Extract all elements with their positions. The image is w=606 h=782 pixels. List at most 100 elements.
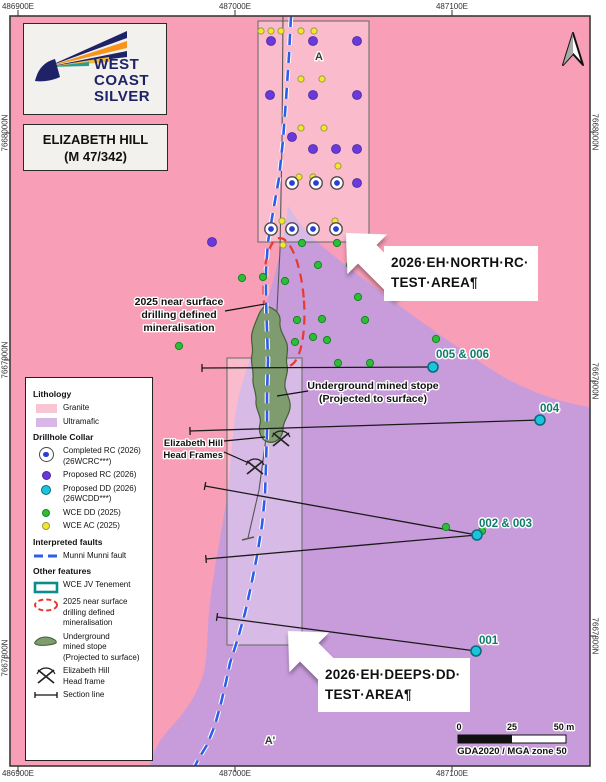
hole-label-005-006: 005 & 006 <box>436 349 489 361</box>
brand-line: WEST <box>94 56 140 73</box>
drillhole-proposed-rc <box>352 144 362 154</box>
brand-name: WEST COAST SILVER <box>94 57 150 105</box>
drillhole-wce-ac <box>279 241 287 249</box>
legend-item-ultramafic: Ultramafic <box>33 417 147 428</box>
scale-datum: GDA2020 / MGA zone 50 <box>457 746 566 757</box>
drillhole-proposed-rc <box>207 237 217 247</box>
drillhole-proposed-rc <box>308 144 318 154</box>
drillhole-completed-rc-core <box>334 180 340 186</box>
hole-label-002-003: 002 & 003 <box>479 518 532 530</box>
drillhole-proposed-rc <box>266 36 276 46</box>
legend-item-wce-dd: WCE DD (2025) <box>33 508 147 519</box>
grid-ticks-layer <box>4 10 596 772</box>
headframes-note: Elizabeth Hill <box>164 438 223 449</box>
svg-text:(Projected to surface): (Projected to surface) <box>319 393 427 405</box>
section-line-symbol <box>34 692 58 698</box>
drillhole-proposed-rc <box>352 178 362 188</box>
fault-line-symbol <box>34 554 57 557</box>
drillhole-wce-ac <box>310 27 318 35</box>
legend-item-tenement: WCE JV Tenement <box>33 580 147 594</box>
wce-ac-symbol <box>42 522 50 530</box>
easting-label-bottom: 487000E <box>218 769 252 778</box>
map-frame <box>9 15 591 767</box>
legend-header-drillhole: Drillhole Collar <box>33 432 94 442</box>
section-trace-end-tick <box>241 536 255 541</box>
drillholes-layer <box>174 27 546 657</box>
legend: Lithology Granite Ultramafic Drillhole C… <box>25 377 153 761</box>
north-arrow-icon <box>562 32 584 66</box>
munni-munni-fault <box>193 15 293 767</box>
easting-label-bottom: 487100E <box>435 769 469 778</box>
legend-header-faults: Interpreted faults <box>33 536 103 547</box>
drillhole-wce-dd <box>292 315 302 325</box>
legend-header-lithology: Lithology <box>33 389 72 399</box>
mineralisation-symbol <box>34 598 58 612</box>
drillhole-wce-dd <box>353 292 363 302</box>
section-line <box>205 534 478 560</box>
drillhole-wce-ac <box>318 75 326 83</box>
svg-text:mineralisation: mineralisation <box>143 322 214 334</box>
easting-label-bottom: 486900E <box>1 769 35 778</box>
drillhole-wce-dd <box>290 337 300 347</box>
legend-item-granite: Granite <box>33 403 147 414</box>
leader-line <box>223 436 266 442</box>
wce-dd-symbol <box>42 508 50 517</box>
drillhole-proposed-rc <box>265 90 275 100</box>
drillhole-completed-rc-core <box>289 226 295 232</box>
northing-label-left: 7668000N <box>0 114 10 152</box>
stope-polygon <box>250 305 291 443</box>
drillhole-proposed-dd <box>534 414 546 426</box>
drillhole-wce-ac <box>257 27 265 35</box>
north-test-area-note: 2026·EH·NORTH·RC· TEST·AREA¶ <box>384 246 538 301</box>
drillhole-wce-ac <box>334 162 342 170</box>
tenement-id: (M 47/342) <box>64 149 127 164</box>
drillhole-completed-rc-core <box>289 180 295 186</box>
legend-item-wce-ac: WCE AC (2025) <box>33 521 147 532</box>
drillhole-wce-dd <box>237 273 247 283</box>
section-marker-a-prime: A' <box>265 735 276 747</box>
legend-item-proposed-dd: Proposed DD (2026) (26WCDD***) <box>33 484 147 505</box>
drillhole-wce-dd <box>365 358 375 368</box>
section-line <box>189 419 541 432</box>
legend-item-munni-fault: Munni Munni fault <box>33 551 147 562</box>
drillhole-wce-dd <box>332 238 342 248</box>
drillhole-proposed-rc <box>331 144 341 154</box>
west-coast-silver-logo-icon <box>35 31 127 82</box>
headframe-legend-icon <box>36 667 56 684</box>
easting-label-top: 486900E <box>1 2 35 11</box>
mineralisation-note: 2025 near surface <box>135 296 224 308</box>
drillhole-wce-ac <box>295 173 303 181</box>
proposed-dd-symbol <box>41 484 51 495</box>
northing-label-left: 7667800N <box>0 639 10 677</box>
drillhole-completed-rc-core <box>313 180 319 186</box>
brand-line: SILVER <box>94 88 151 105</box>
drillhole-wce-dd <box>174 341 184 351</box>
drillhole-completed-rc-core <box>333 226 339 232</box>
scale-tick-50: 50 m <box>554 722 575 732</box>
drillhole-wce-dd <box>297 238 307 248</box>
brand-line: COAST <box>94 72 149 89</box>
drillhole-completed-rc-core <box>310 226 316 232</box>
drillhole-proposed-rc <box>308 90 318 100</box>
drillhole-wce-ac <box>297 124 305 132</box>
section-line-tick <box>204 554 208 564</box>
section-line-tick <box>203 481 207 491</box>
tenement-symbol <box>33 581 59 594</box>
section-line <box>216 616 477 652</box>
ultramafic-swatch <box>35 417 57 427</box>
leader-line <box>224 303 266 312</box>
drillhole-proposed-dd <box>470 645 482 657</box>
legend-item-mineralisation: 2025 near surface drilling defined miner… <box>33 597 147 629</box>
section-line-tick <box>215 612 219 622</box>
section-lines-layer <box>189 303 541 652</box>
map-title: ELIZABETH HILL <box>42 132 149 147</box>
drillhole-proposed-rc <box>352 36 362 46</box>
proposed-rc-symbol <box>41 471 51 480</box>
hole-label-001: 001 <box>479 635 499 647</box>
stope-symbol <box>34 636 57 646</box>
drillhole-proposed-dd <box>427 361 439 373</box>
drillhole-wce-ac <box>297 75 305 83</box>
drillhole-wce-ac <box>297 27 305 35</box>
